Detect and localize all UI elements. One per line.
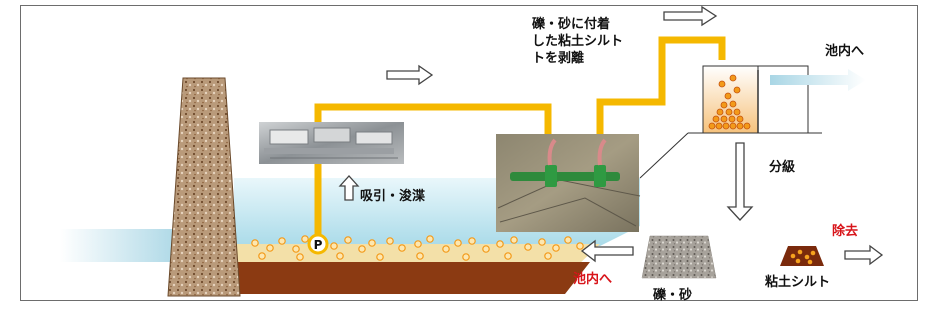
- flow-arrow-icon: [580, 239, 634, 263]
- clay-silt-pile: [780, 246, 824, 266]
- strip-label-line2: した粘土シルト: [532, 34, 624, 49]
- tank-particle: [720, 115, 728, 123]
- dredging-equipment-photo: [259, 122, 404, 164]
- sediment-particle: [468, 237, 476, 245]
- sediment-particle: [414, 240, 422, 248]
- tank-particle: [729, 74, 737, 82]
- tank-particle: [715, 122, 723, 130]
- tank-particle: [718, 80, 726, 88]
- sediment-particle: [426, 235, 434, 243]
- transfer-pipe: [596, 36, 726, 135]
- sediment-particle: [496, 240, 504, 248]
- gravel-sand-label: 礫・砂: [653, 288, 693, 303]
- flow-arrow-icon: [663, 5, 718, 27]
- sediment-particle: [258, 252, 266, 260]
- sediment-particle: [336, 252, 344, 260]
- sediment-particle: [538, 238, 546, 246]
- flow-arrow-icon: [386, 64, 434, 86]
- classify-label: 分級: [769, 160, 796, 175]
- sediment-particle: [368, 239, 376, 247]
- sediment-bottom: [234, 262, 590, 294]
- tank-particle: [708, 122, 716, 130]
- strip-label-line3: トを剥離: [532, 51, 585, 66]
- separator-photo: [496, 134, 641, 232]
- tank-particle: [720, 101, 728, 109]
- classification-tank: [702, 65, 809, 134]
- sediment-particle: [524, 243, 532, 251]
- tank-particle: [729, 100, 737, 108]
- sediment-particle: [552, 244, 560, 252]
- sediment-particle: [510, 236, 518, 244]
- inflow-channel: [60, 229, 185, 262]
- connector-line: [639, 132, 689, 179]
- tank-particle: [725, 108, 733, 116]
- tank-particle: [733, 86, 741, 94]
- clay-silt-label: 粘土シルト: [765, 275, 831, 290]
- sediment-particle: [442, 245, 450, 253]
- strip-label-line1: 礫・砂に付着: [532, 17, 611, 32]
- sediment-particle: [544, 252, 552, 260]
- to-pond-bottom-label: 池内へ: [573, 272, 613, 287]
- sediment-particle: [376, 253, 384, 261]
- tank-particle: [724, 92, 732, 100]
- sediment-particle: [344, 236, 352, 244]
- to-pond-top-label: 池内へ: [825, 44, 865, 59]
- sediment-particle: [330, 242, 338, 250]
- outflow-arrow-icon: [770, 69, 866, 91]
- tank-particle: [722, 122, 730, 130]
- tank-particle: [728, 115, 736, 123]
- sediment-particle: [251, 239, 259, 247]
- remove-label: 除去: [832, 224, 859, 239]
- pump-icon: [307, 233, 329, 255]
- suction-dredging-label: 吸引・浚渫: [360, 189, 426, 204]
- sediment-particle: [301, 235, 309, 243]
- tank-particle: [736, 122, 744, 130]
- sediment-particle: [292, 245, 300, 253]
- tank-particle: [743, 122, 751, 130]
- diagram-frame: [20, 5, 918, 301]
- sediment-particle: [462, 253, 470, 261]
- sediment-particles: [251, 235, 584, 261]
- sediment-particle: [416, 252, 424, 260]
- tank-particle: [736, 115, 744, 123]
- sediment-particle: [576, 242, 584, 250]
- tank-particle: [729, 122, 737, 130]
- up-arrow-icon: [338, 175, 360, 201]
- sediment-particle: [296, 253, 304, 261]
- suction-pipe: [314, 103, 552, 240]
- sediment-particle: [564, 236, 572, 244]
- sediment-particle: [278, 237, 286, 245]
- sediment-particle: [482, 245, 490, 253]
- pump-label: P: [314, 238, 323, 252]
- sediment-particle: [386, 237, 394, 245]
- sediment-particle: [454, 239, 462, 247]
- tank-particles: [708, 74, 751, 130]
- sediment-particle: [266, 244, 274, 252]
- gravel-sand-pile: [641, 235, 717, 279]
- sediment-particle: [358, 245, 366, 253]
- sediment-particle: [504, 252, 512, 260]
- tank-particle: [733, 108, 741, 116]
- down-arrow-icon: [726, 142, 754, 221]
- sediment-particle: [398, 244, 406, 252]
- tank-particle: [716, 108, 724, 116]
- flow-arrow-icon: [844, 244, 884, 266]
- tank-particle: [712, 115, 720, 123]
- embankment-wall: [167, 77, 241, 297]
